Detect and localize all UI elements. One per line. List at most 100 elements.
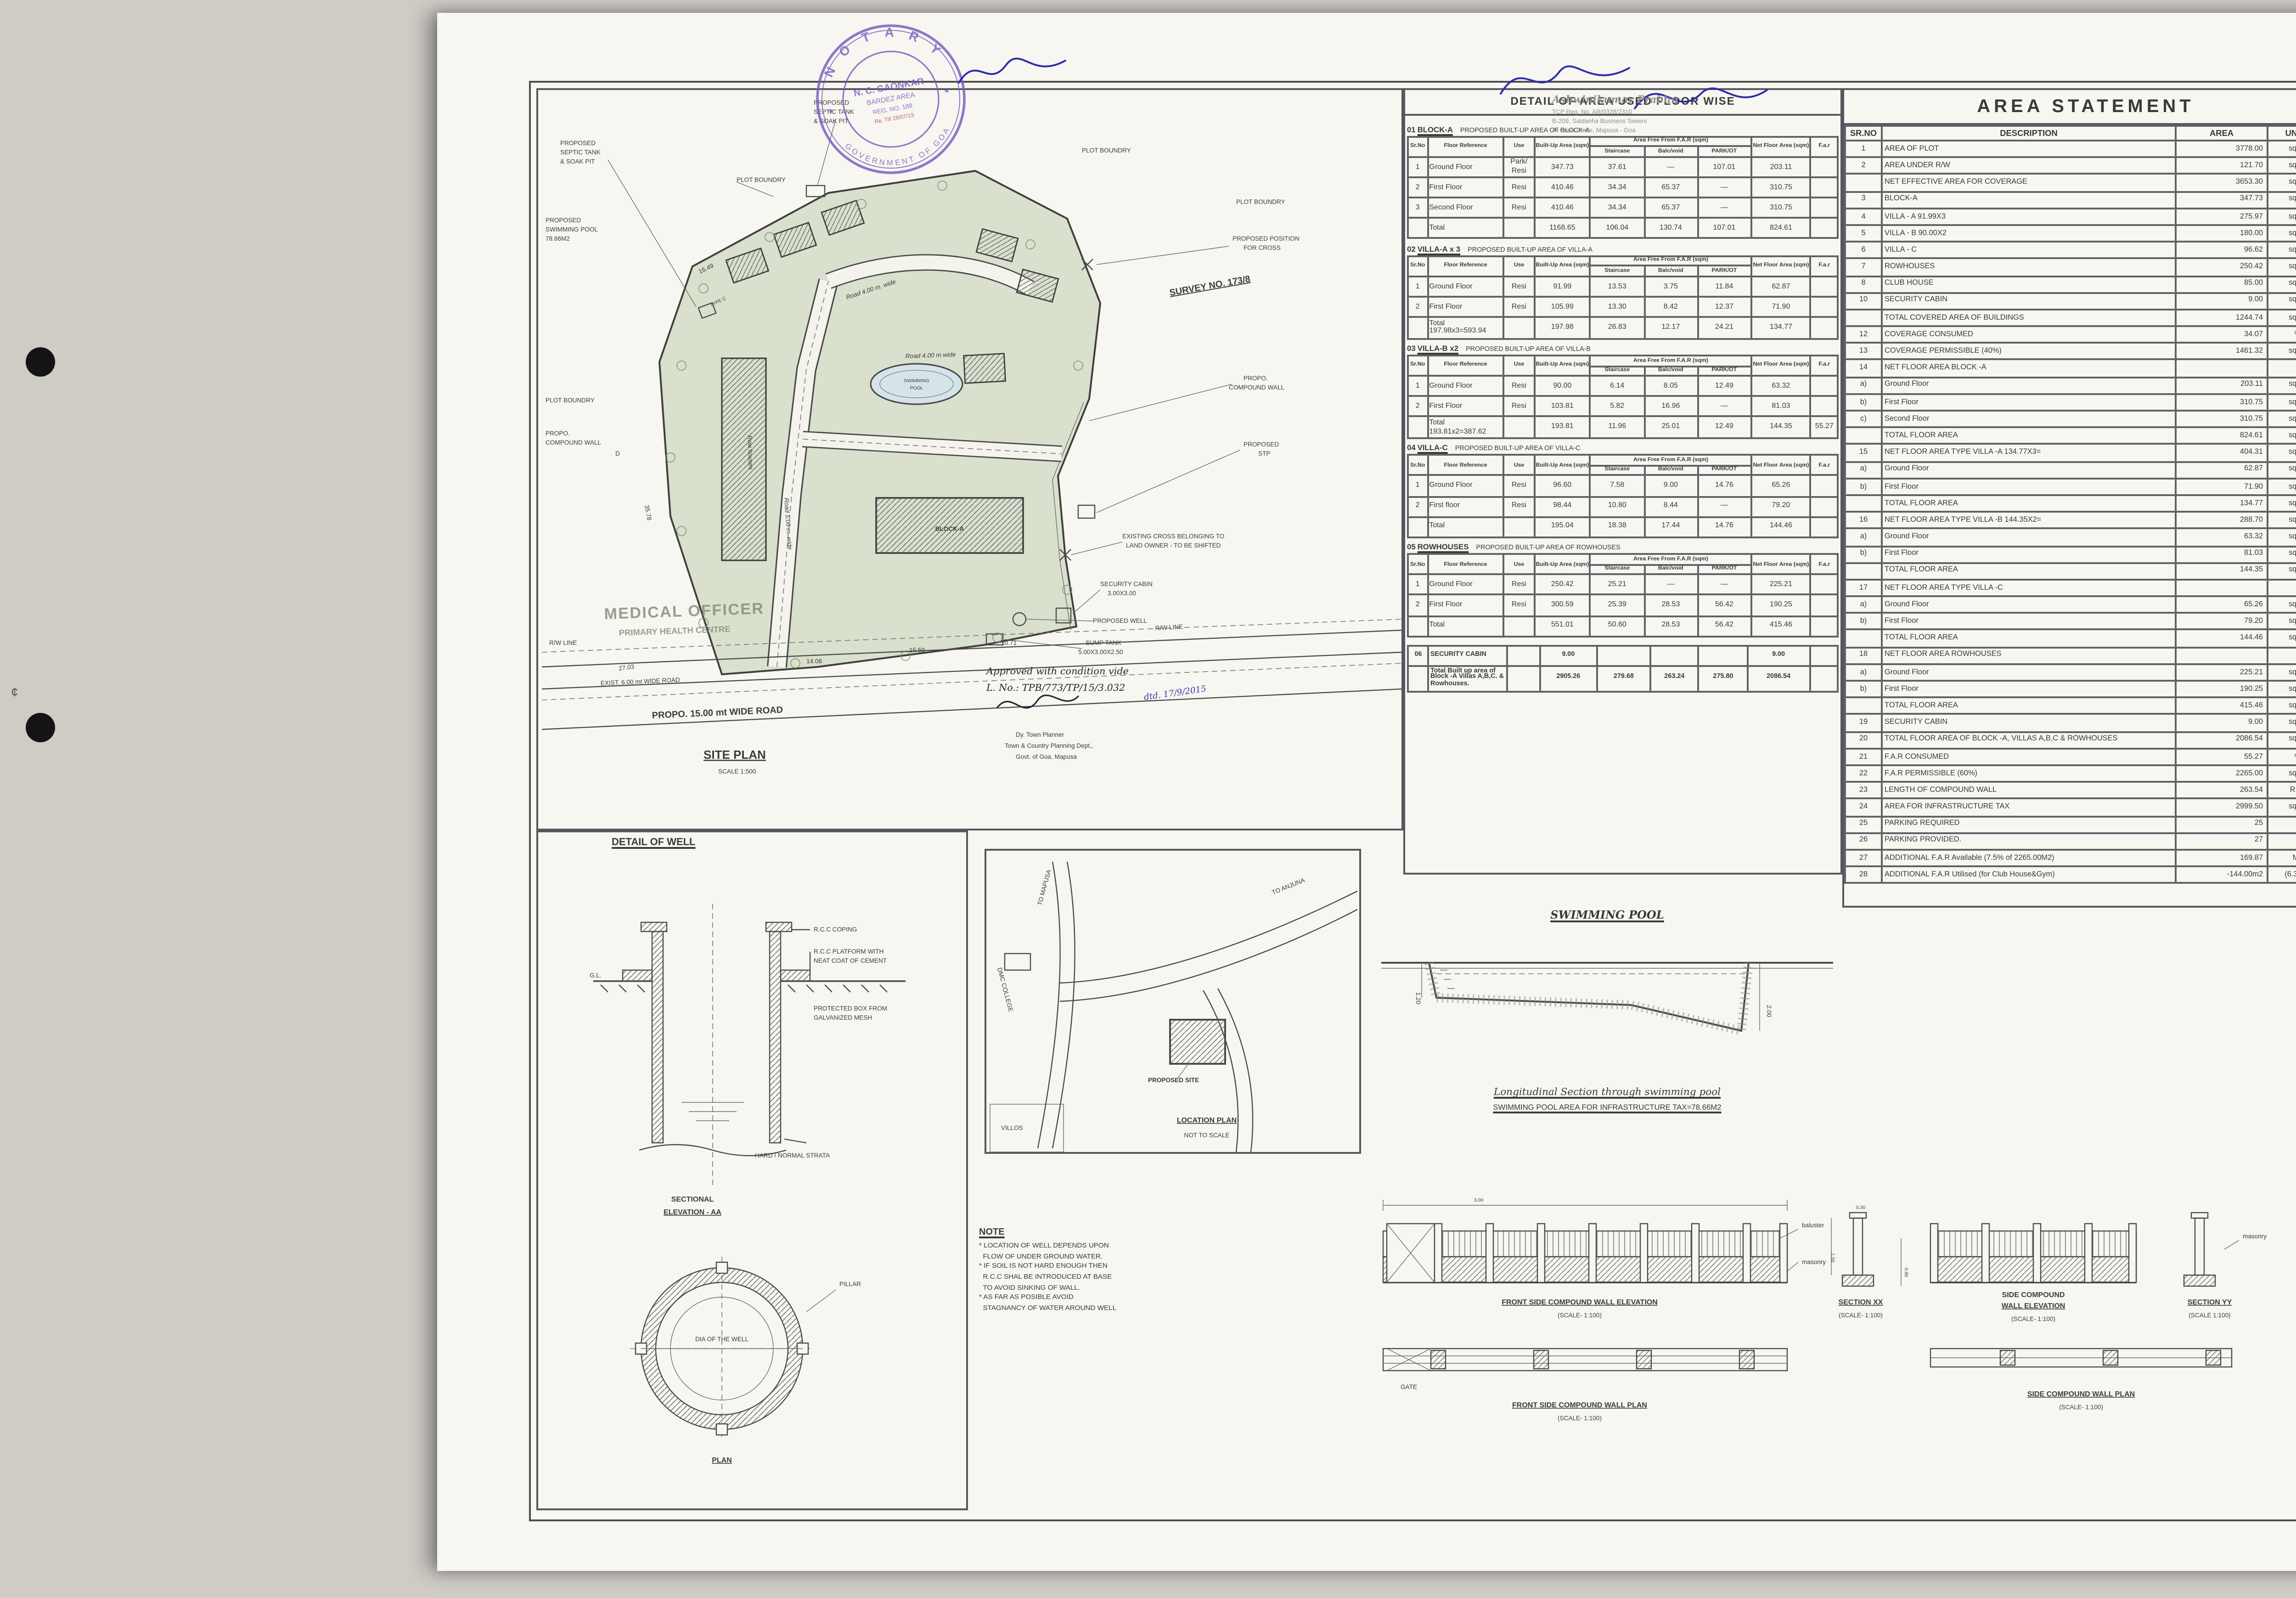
table-cell: 9.00 bbox=[1746, 644, 1811, 666]
table-cell: 13.30 bbox=[1589, 296, 1645, 318]
table-cell: 23 bbox=[1844, 781, 1883, 800]
table-cell: 250.42 bbox=[2175, 258, 2268, 277]
table-cell: 28 bbox=[1844, 865, 1883, 885]
table-cell: Resi bbox=[1503, 495, 1536, 518]
section-number: 05 bbox=[1407, 542, 1416, 552]
table-cell: 25 bbox=[1844, 814, 1883, 834]
well-note-line: FLOW OF UNDER GROUND WATER. bbox=[979, 1252, 1103, 1260]
table-cell bbox=[1506, 664, 1541, 693]
table-cell: TOTAL COVERED AREA OF BUILDINGS bbox=[1881, 308, 2177, 328]
table-cell: Ground Floor bbox=[1881, 460, 2177, 480]
table-cell: — bbox=[1696, 197, 1752, 219]
table-cell: 1 bbox=[1407, 375, 1429, 398]
table-cell: 10.80 bbox=[1589, 495, 1645, 518]
table-cell: First Floor bbox=[1881, 477, 2177, 496]
table-cell: 5 bbox=[1844, 224, 1883, 243]
table-cell: sq.mt bbox=[2267, 173, 2296, 192]
table-cell: Total Built up area of Block -A Villas A… bbox=[1427, 664, 1508, 693]
table-cell: Ground Floor bbox=[1426, 474, 1505, 497]
table-cell: 134.77 bbox=[2175, 494, 2268, 513]
table-cell: 21 bbox=[1844, 747, 1883, 766]
drawing-label: SECTION YY bbox=[2188, 1299, 2232, 1306]
floorwise-title: DETAIL OF AREA USED FLOOR WISE bbox=[1405, 90, 1840, 116]
col-header: Floor Reference bbox=[1426, 454, 1505, 477]
drawing-label: (SCALE- 1:100) bbox=[1839, 1312, 1883, 1319]
table-cell: Total bbox=[1426, 217, 1505, 240]
floorwise-section: 03 VILLA-B x2 PROPOSED BUILT-UP AREA OF … bbox=[1407, 344, 1839, 439]
table-cell: 25.01 bbox=[1643, 416, 1699, 439]
table-cell: 203.11 bbox=[1750, 155, 1812, 179]
drawing-label: PROPO. bbox=[546, 430, 570, 437]
floorwise-section: 04 VILLA-C PROPOSED BUILT-UP AREA OF VIL… bbox=[1407, 443, 1839, 538]
col-header: AREA bbox=[2175, 125, 2268, 141]
col-header: UNITS bbox=[2267, 125, 2296, 141]
drawing-label: Town & Country Planning Dept., bbox=[1005, 742, 1093, 749]
table-cell bbox=[1810, 574, 1839, 596]
table-cell: b) bbox=[1844, 544, 1883, 564]
table-cell: Second Floor bbox=[1426, 197, 1505, 219]
table-cell: sq.mt bbox=[2267, 561, 2296, 581]
table-cell bbox=[1810, 515, 1839, 538]
table-cell: NET FLOOR AREA TYPE VILLA -C bbox=[1881, 578, 2177, 598]
drawing-label: COMPOUND WALL bbox=[546, 439, 602, 446]
drawing-label: 15.59 bbox=[909, 647, 925, 654]
table-cell: 1 bbox=[1844, 139, 1883, 158]
table-cell: NET FLOOR AREA TYPE VILLA -A 134.77X3= bbox=[1881, 443, 2177, 463]
table-cell: Ground Floor bbox=[1426, 275, 1505, 298]
table-cell: First floor bbox=[1426, 495, 1505, 518]
table-cell: sq.mt bbox=[2267, 460, 2296, 480]
table-cell: BLOCK-A bbox=[1881, 190, 2177, 209]
pool-subcaption: SWIMMING POOL AREA FOR INFRASTRUCTURE TA… bbox=[1493, 1102, 1722, 1112]
table-cell: a) bbox=[1844, 376, 1883, 395]
table-cell: CLUB HOUSE bbox=[1881, 274, 2177, 294]
table-cell: 90.00 bbox=[1533, 375, 1592, 398]
table-cell: 144.46 bbox=[1750, 515, 1812, 538]
table-cell: 144.35 bbox=[1750, 416, 1812, 439]
table-cell: 9.00 bbox=[2175, 713, 2268, 733]
col-header: Staircase bbox=[1589, 365, 1645, 377]
table-cell: TOTAL FLOOR AREA bbox=[1881, 629, 2177, 648]
drawing-label: PROPO. 15.00 mt WIDE ROAD bbox=[652, 705, 783, 721]
table-cell: 2086.54 bbox=[1746, 664, 1811, 693]
drawing-label: STP bbox=[1258, 450, 1270, 457]
drawing-label: Road 4.00 m wide bbox=[906, 351, 956, 360]
table-cell: 130.74 bbox=[1643, 217, 1699, 240]
leader-lines bbox=[608, 119, 1240, 649]
table-cell: 24 bbox=[1844, 798, 1883, 817]
drawing-label: SEPTIC TANK bbox=[560, 149, 601, 156]
table-cell: 5.82 bbox=[1589, 395, 1645, 418]
col-header: Sr.No bbox=[1407, 553, 1429, 576]
drawing-label: masonry bbox=[1802, 1259, 1826, 1265]
drawing-label: SECTION XX bbox=[1839, 1299, 1883, 1306]
table-cell: sq.mt bbox=[2267, 393, 2296, 412]
table-cell: 2265.00 bbox=[2175, 764, 2268, 783]
table-cell: — bbox=[1643, 155, 1699, 179]
table-cell: 2 bbox=[1844, 156, 1883, 175]
col-header: Sr.No bbox=[1407, 255, 1429, 277]
table-cell: First Floor bbox=[1881, 393, 2177, 412]
table-cell: 106.04 bbox=[1589, 217, 1645, 240]
table-cell bbox=[1407, 416, 1429, 439]
table-cell: 34.34 bbox=[1589, 197, 1645, 219]
drawing-label: Row houses bbox=[746, 435, 754, 470]
table-cell: sq.mt bbox=[2267, 764, 2296, 783]
table-cell: 28.53 bbox=[1643, 615, 1699, 637]
col-header: Area Free From F.A.R (sqm) bbox=[1589, 553, 1752, 565]
col-header: Staircase bbox=[1589, 265, 1645, 277]
area-statement-panel: AREA STATEMENT SR.NO DESCRIPTION AREA UN… bbox=[1842, 88, 2296, 908]
table-cell: sq.mt bbox=[2267, 595, 2296, 615]
table-cell bbox=[1844, 696, 1883, 716]
table-cell: 22 bbox=[1844, 764, 1883, 783]
